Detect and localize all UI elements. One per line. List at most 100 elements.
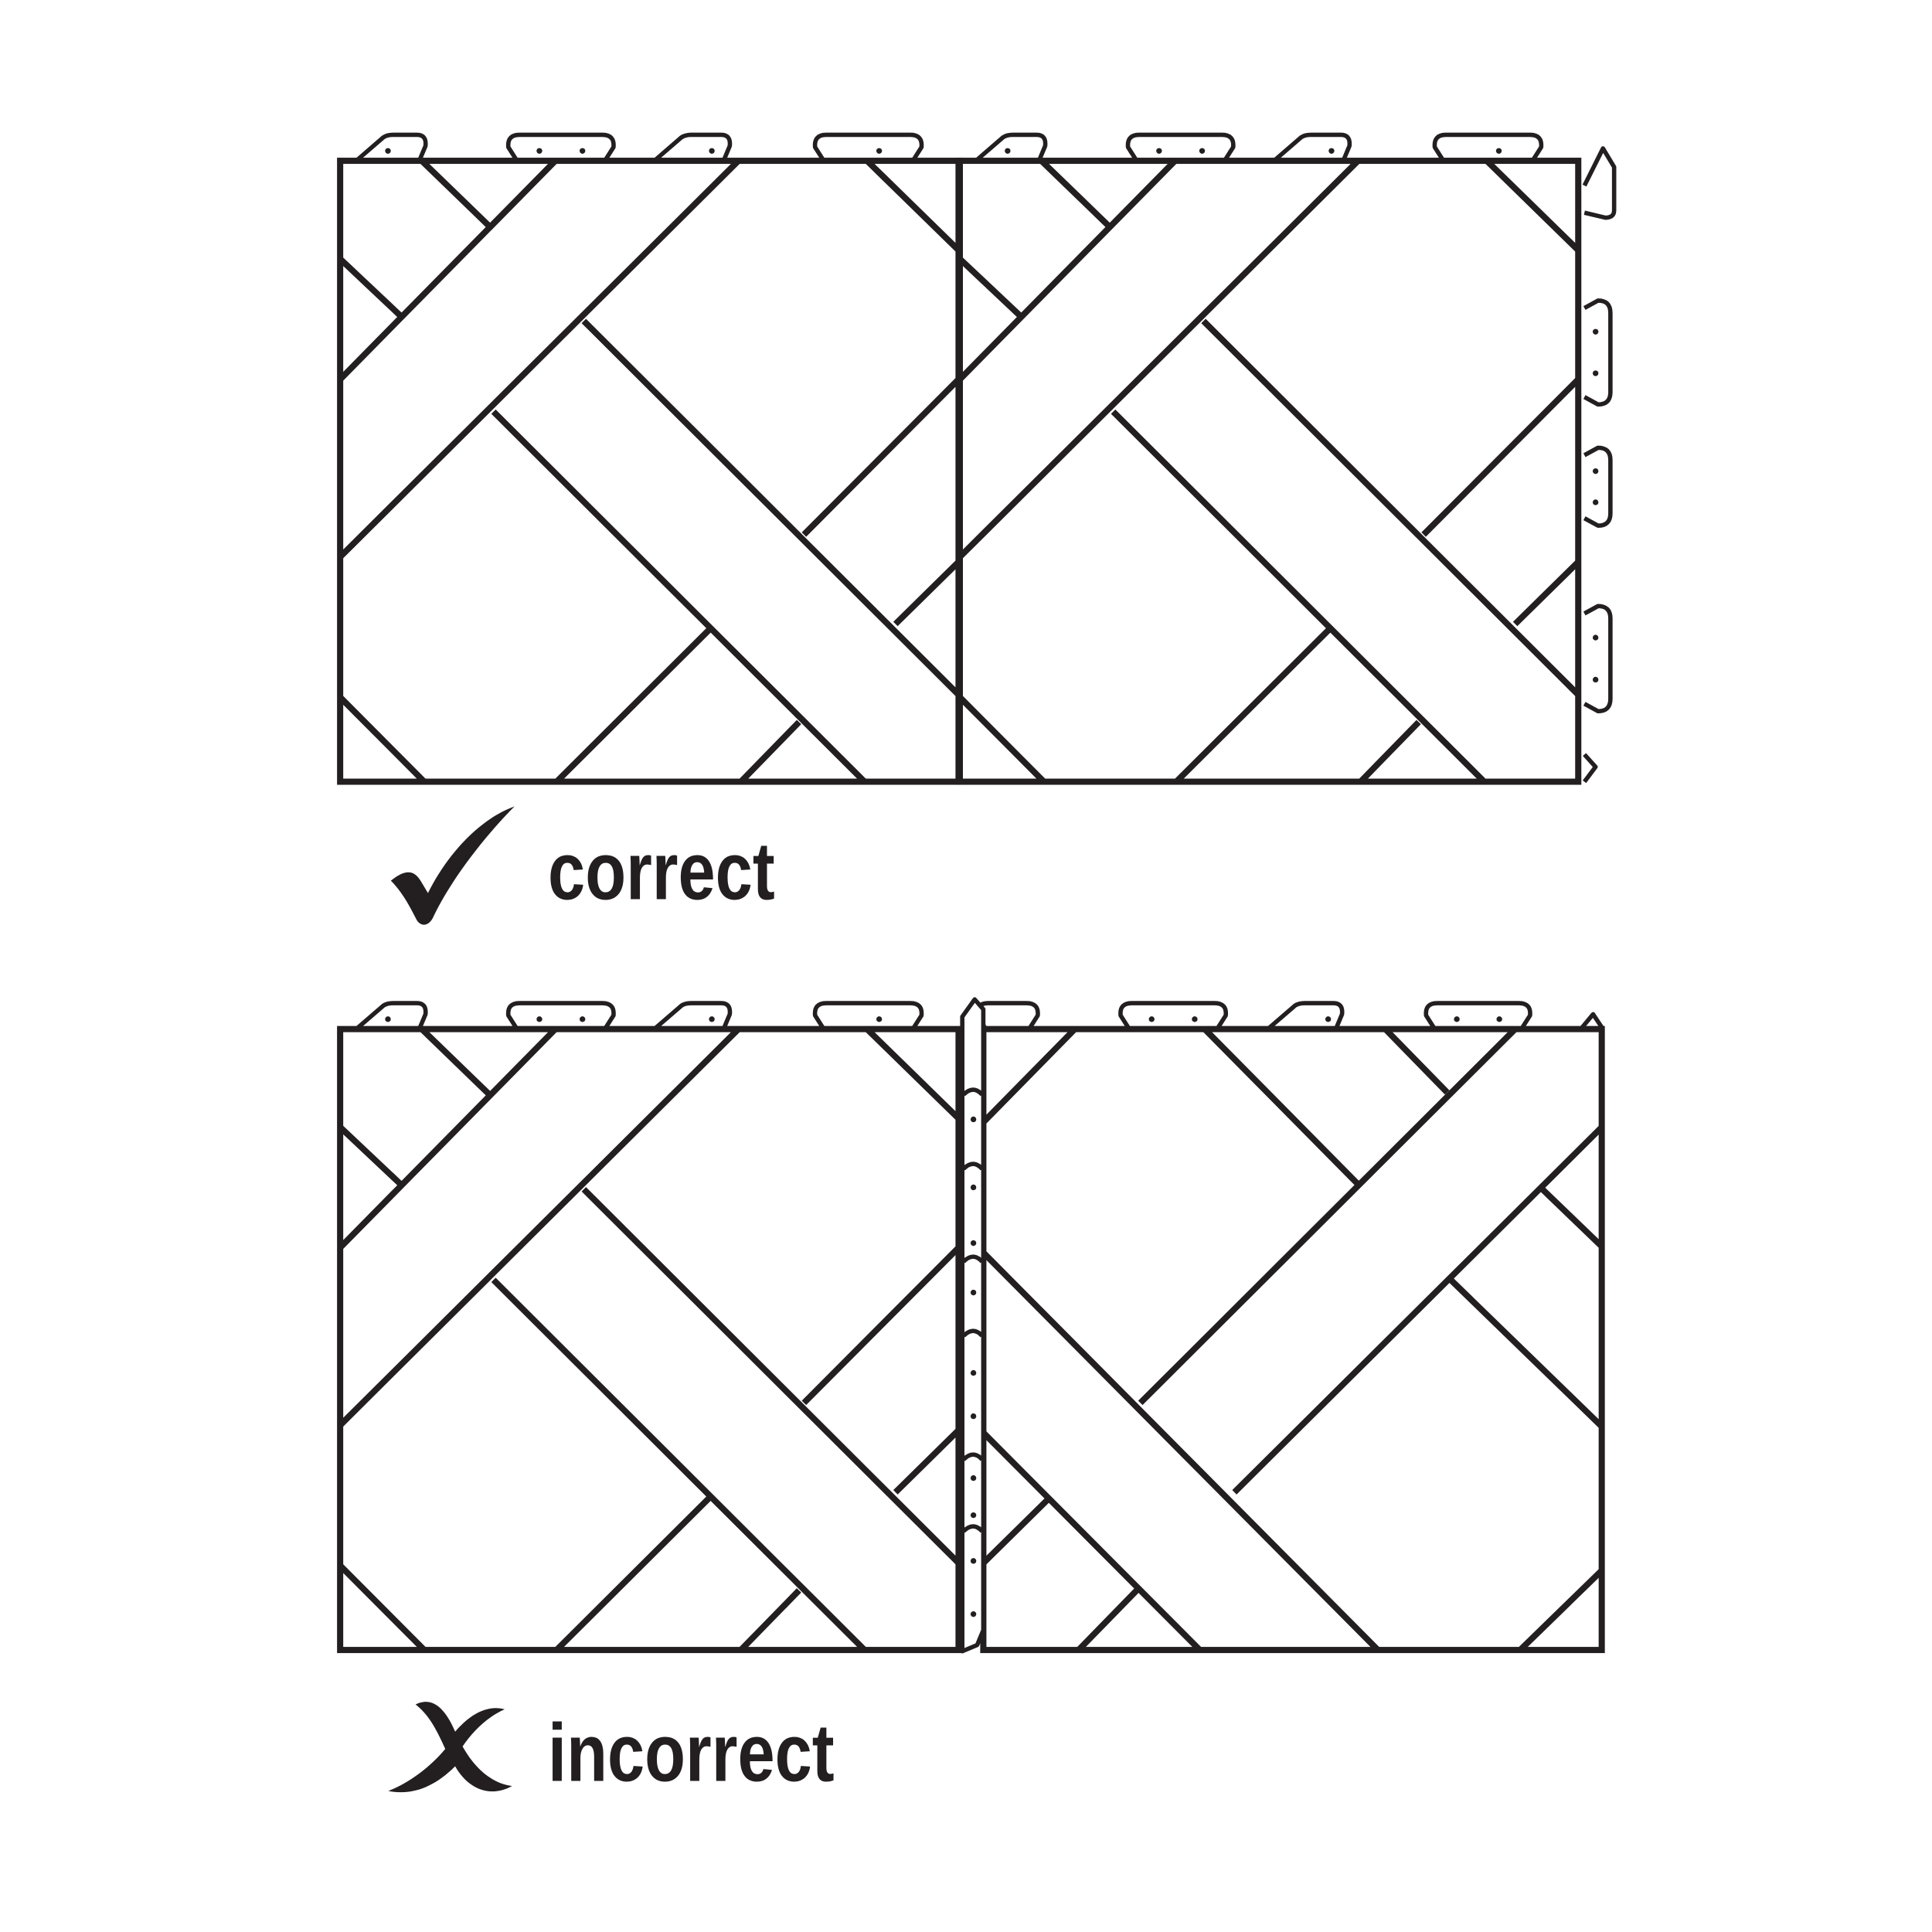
plank-line: [1076, 1588, 1139, 1652]
rivet-dot: [970, 1369, 977, 1376]
plank-line: [1174, 625, 1333, 784]
connector-tab: [1272, 132, 1352, 163]
connector-tab: [355, 1001, 428, 1031]
correct-tile-right: [956, 158, 1582, 785]
plank-line: [893, 560, 961, 627]
rivet-dot: [970, 1184, 977, 1191]
incorrect-example-label: incorrect: [388, 1702, 835, 1799]
rivet-dot: [580, 148, 586, 154]
plank-line: [957, 158, 1178, 382]
connector-tab: [1125, 132, 1236, 162]
plank-line: [957, 158, 1361, 560]
rivet-dot: [1592, 370, 1599, 376]
strip-notch: [961, 1328, 984, 1338]
rivet-dot: [1592, 328, 1599, 335]
corner-tab: [1579, 1012, 1605, 1031]
rivet-dot: [580, 1016, 586, 1022]
strip-notch: [961, 1254, 984, 1264]
rivet-dot: [1156, 148, 1162, 154]
connector-tab: [1432, 132, 1544, 162]
side-tab: [1583, 298, 1613, 407]
plank-line: [338, 1563, 427, 1652]
connector-tab: [812, 1001, 924, 1031]
rivet-dot: [536, 1016, 543, 1022]
rivet-dot: [1325, 1016, 1332, 1022]
side-tab: [1583, 604, 1613, 714]
rivet-dot: [709, 1016, 715, 1022]
plank-line: [865, 1026, 961, 1121]
x-mark-icon: [388, 1702, 512, 1793]
plank-line: [1383, 1026, 1450, 1095]
plank-line: [419, 1026, 494, 1099]
incorrect-tile-left: [337, 1026, 962, 1654]
tile-outline: [980, 1026, 1605, 1654]
correct-example-label: correct: [390, 806, 775, 925]
connector-tab: [505, 132, 616, 162]
plank-line: [338, 158, 741, 560]
connector-tab: [355, 132, 428, 163]
rivet-dot: [1192, 1016, 1198, 1022]
plank-line: [957, 695, 1046, 784]
plank-line: [801, 377, 961, 537]
plank-line: [981, 1430, 1202, 1652]
incorrect-label: incorrect: [548, 1709, 835, 1799]
plank-line: [1485, 158, 1581, 253]
corner-tab: [1583, 753, 1598, 784]
rivet-dot: [970, 1611, 977, 1617]
plank-line: [738, 1588, 801, 1652]
plank-line: [554, 1493, 714, 1652]
plank-line: [1358, 719, 1421, 784]
plank-line: [957, 257, 1023, 318]
plank-line: [981, 1495, 1053, 1566]
rivet-dot: [970, 1289, 977, 1296]
plank-line: [1540, 1187, 1604, 1249]
rivet-dot: [1005, 148, 1011, 154]
tile-outline: [337, 1026, 962, 1654]
plank-line: [1039, 158, 1114, 230]
rivet-dot: [709, 148, 715, 154]
rivet-dot: [1592, 634, 1599, 641]
strip-notch: [961, 1452, 984, 1461]
correct-tile-left: [337, 158, 962, 785]
tiles: [337, 158, 1605, 1654]
rivet-dot: [970, 1558, 977, 1564]
rivet-dot: [385, 148, 391, 154]
plank-line: [1111, 409, 1487, 784]
strip-notch: [961, 1162, 984, 1171]
side-connectors: [960, 146, 1617, 1654]
strip-notch: [961, 1087, 984, 1097]
rivet-dot: [876, 148, 883, 154]
plank-line: [893, 1427, 961, 1495]
plank-line: [419, 158, 494, 230]
plank-line: [981, 1250, 1380, 1652]
plank-line: [338, 695, 427, 784]
rivet-dot: [1454, 1016, 1460, 1022]
plank-line: [1518, 1568, 1604, 1652]
rivet-dot: [1592, 676, 1599, 683]
rivet-dot: [970, 1475, 977, 1481]
rivet-dot: [970, 1512, 977, 1519]
tile-outline: [956, 158, 1582, 785]
plank-line: [981, 1026, 1077, 1124]
plank-line: [338, 1026, 558, 1250]
rivet-dot: [385, 1016, 391, 1022]
side-tab: [1583, 445, 1613, 529]
plank-line: [801, 1245, 961, 1406]
rivet-dot: [970, 1240, 977, 1247]
plank-line: [738, 719, 801, 784]
plank-line: [338, 1026, 741, 1428]
connector-tab: [505, 1001, 616, 1031]
rivet-dot: [1592, 499, 1599, 505]
connector-tabs: [355, 132, 1605, 1031]
check-mark-icon: [390, 806, 515, 925]
incorrect-tile-right: [980, 1026, 1605, 1654]
connector-tab: [1423, 1001, 1532, 1031]
rivet-dot: [876, 1016, 883, 1022]
plank-line: [1138, 1026, 1518, 1406]
plank-line: [338, 257, 403, 318]
plank-line: [338, 158, 558, 382]
rivet-dot: [1495, 148, 1502, 154]
plank-line: [1232, 1124, 1604, 1495]
plank-line: [491, 409, 867, 784]
